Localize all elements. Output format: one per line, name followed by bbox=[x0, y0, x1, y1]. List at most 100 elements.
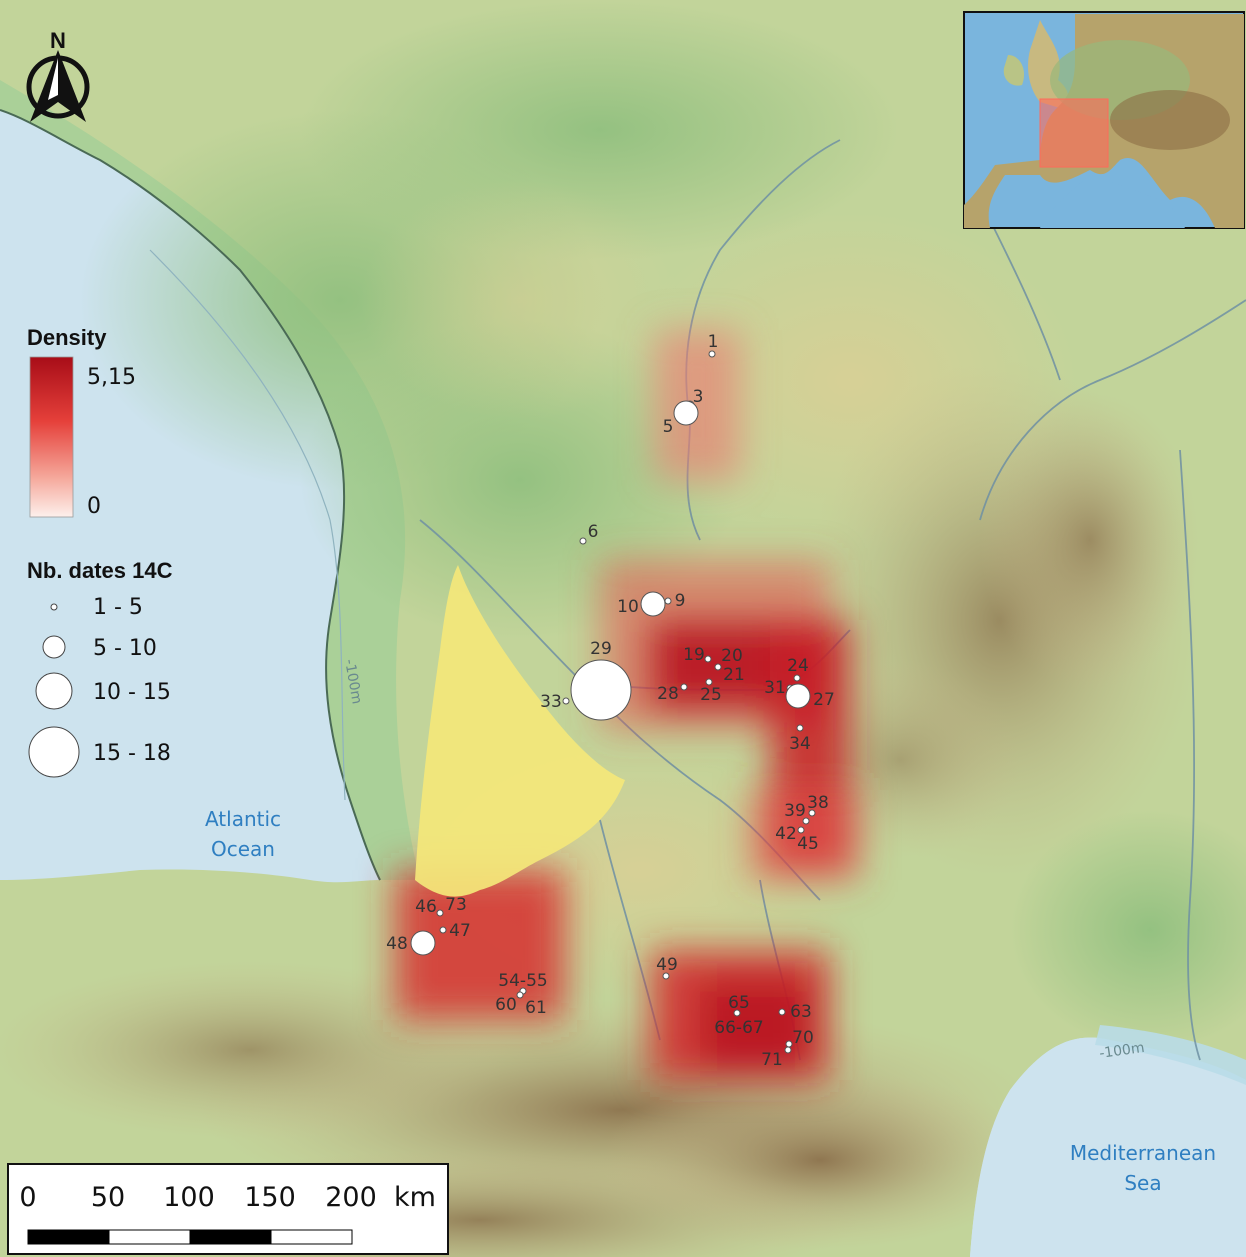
site-label-54-55: 54-55 bbox=[498, 971, 547, 991]
site-label-73: 73 bbox=[445, 895, 467, 915]
site-marker-5 bbox=[673, 400, 699, 426]
site-marker-27 bbox=[785, 683, 811, 709]
site-label-49: 49 bbox=[656, 955, 678, 975]
inset-land-ireland bbox=[1003, 55, 1025, 86]
coastline bbox=[0, 109, 381, 881]
med-contour-label: -100m bbox=[1098, 1040, 1145, 1062]
site-label-65: 65 bbox=[728, 993, 750, 1013]
site-marker-1 bbox=[708, 350, 716, 358]
site-marker-65 bbox=[733, 1009, 741, 1017]
site-marker-63 bbox=[778, 1008, 786, 1016]
site-label-10: 10 bbox=[617, 597, 639, 617]
mediterranean-shelf bbox=[1095, 1025, 1246, 1085]
site-marker-24 bbox=[793, 674, 801, 682]
scale-tick-100: 100 bbox=[163, 1182, 215, 1213]
atlantic-contour-label: -100m bbox=[341, 658, 365, 706]
site-marker-6 bbox=[579, 537, 587, 545]
site-marker-34 bbox=[796, 724, 804, 732]
site-marker-46 bbox=[436, 909, 444, 917]
site-label-47: 47 bbox=[449, 921, 471, 941]
dates-legend-title: Nb. dates 14C bbox=[27, 558, 173, 583]
scale-tick-200: 200 bbox=[325, 1182, 377, 1213]
site-label-24: 24 bbox=[787, 656, 809, 676]
mediterranean-sea bbox=[970, 1037, 1246, 1257]
site-marker-49 bbox=[662, 972, 670, 980]
density-legend-min: 0 bbox=[87, 494, 101, 519]
atlantic-label-line1: Atlantic bbox=[205, 807, 281, 831]
site-marker-28 bbox=[680, 683, 688, 691]
site-label-5: 5 bbox=[663, 417, 674, 437]
site-marker-42 bbox=[797, 826, 805, 834]
density-legend: Density 5,15 0 bbox=[27, 325, 136, 519]
site-marker-39 bbox=[802, 817, 810, 825]
site-label-31: 31 bbox=[764, 678, 786, 698]
dates-legend: Nb. dates 14C 1 - 5 5 - 10 10 - 15 15 - … bbox=[27, 558, 173, 778]
north-arrow-label: N bbox=[50, 28, 66, 53]
site-label-3: 3 bbox=[693, 387, 704, 407]
site-label-60: 60 bbox=[495, 995, 517, 1015]
site-label-29: 29 bbox=[590, 639, 612, 659]
site-marker-47 bbox=[439, 926, 447, 934]
dates-legend-symbol-2 bbox=[42, 635, 66, 659]
north-arrow: N bbox=[26, 28, 90, 122]
site-label-34: 34 bbox=[789, 734, 811, 754]
site-label-38: 38 bbox=[807, 793, 829, 813]
dates-legend-symbol-1 bbox=[50, 603, 58, 611]
dates-legend-class-4: 15 - 18 bbox=[93, 741, 171, 766]
site-marker-20 bbox=[714, 663, 722, 671]
scale-segment-1 bbox=[27, 1229, 110, 1245]
site-marker-25 bbox=[705, 678, 713, 686]
yellow-zone bbox=[415, 565, 625, 897]
scale-bar: 0 50 100 150 200 km bbox=[7, 1163, 449, 1255]
scale-segment-3 bbox=[189, 1229, 272, 1245]
site-label-46: 46 bbox=[415, 897, 437, 917]
dates-legend-symbol-4 bbox=[28, 726, 80, 778]
site-marker-10 bbox=[640, 591, 666, 617]
contour-line-atlantic bbox=[149, 249, 346, 801]
site-label-21: 21 bbox=[723, 665, 745, 685]
site-label-6: 6 bbox=[588, 522, 599, 542]
site-marker-9 bbox=[664, 597, 672, 605]
site-label-28: 28 bbox=[657, 684, 679, 704]
site-marker-29 bbox=[570, 659, 632, 721]
north-arrow-highlight bbox=[48, 58, 58, 100]
density-heatmap bbox=[395, 330, 860, 1080]
site-label-1: 1 bbox=[708, 332, 719, 352]
atlantic-label-line2: Ocean bbox=[211, 837, 275, 861]
inset-sea-med bbox=[1040, 175, 1185, 228]
site-label-48: 48 bbox=[386, 934, 408, 954]
site-label-20: 20 bbox=[721, 646, 743, 666]
site-label-45: 45 bbox=[797, 834, 819, 854]
site-points bbox=[410, 350, 816, 1054]
site-label-63: 63 bbox=[790, 1002, 812, 1022]
mediterranean-label-line1: Mediterranean bbox=[1070, 1141, 1216, 1165]
mediterranean-label-line2: Sea bbox=[1124, 1171, 1161, 1195]
site-label-39: 39 bbox=[784, 801, 806, 821]
density-legend-max: 5,15 bbox=[87, 365, 136, 390]
site-marker-19 bbox=[704, 655, 712, 663]
site-marker-38 bbox=[808, 809, 816, 817]
inset-map bbox=[963, 11, 1245, 229]
scale-segment-4 bbox=[270, 1229, 353, 1245]
site-marker-71 bbox=[784, 1046, 792, 1054]
site-label-9: 9 bbox=[675, 591, 686, 611]
dates-legend-symbol-3 bbox=[35, 672, 73, 710]
scale-tick-0: 0 bbox=[19, 1182, 36, 1213]
site-label-25: 25 bbox=[700, 685, 722, 705]
density-legend-ramp bbox=[29, 356, 74, 518]
site-label-42: 42 bbox=[775, 824, 797, 844]
dates-legend-class-2: 5 - 10 bbox=[93, 636, 157, 661]
scale-segment-2 bbox=[108, 1229, 191, 1245]
site-label-66-67: 66-67 bbox=[714, 1018, 763, 1038]
site-marker-60 bbox=[516, 991, 524, 999]
site-label-70: 70 bbox=[792, 1028, 814, 1048]
site-label-71: 71 bbox=[761, 1050, 783, 1070]
site-label-19: 19 bbox=[683, 645, 705, 665]
scale-unit: km bbox=[394, 1182, 436, 1213]
scale-tick-50: 50 bbox=[91, 1182, 125, 1213]
site-label-61: 61 bbox=[525, 998, 547, 1018]
site-label-27: 27 bbox=[813, 690, 835, 710]
site-label-33: 33 bbox=[540, 692, 562, 712]
